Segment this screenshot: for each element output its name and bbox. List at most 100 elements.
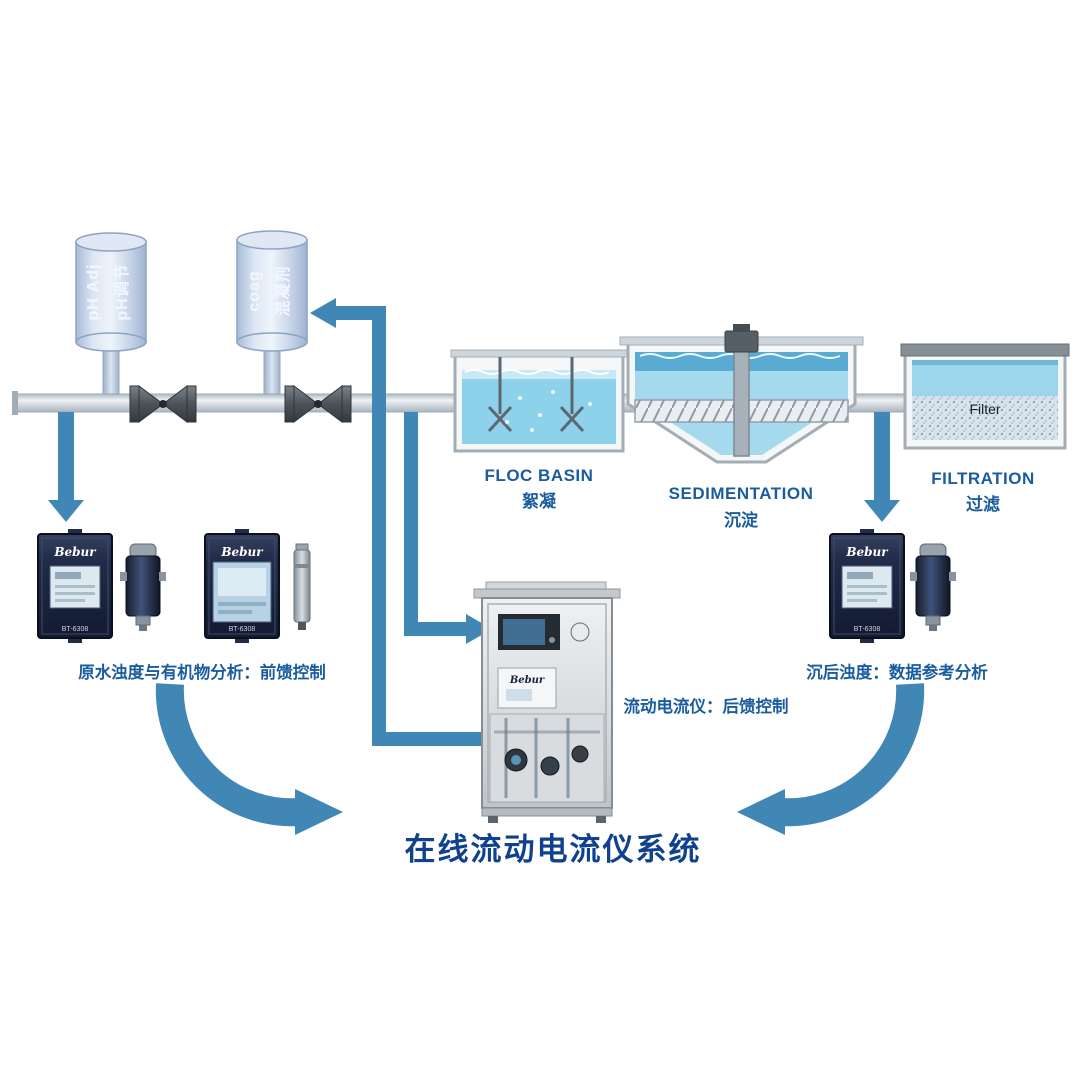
cabinet-canopy — [473, 588, 621, 599]
tank-neck — [263, 345, 281, 395]
filtration-basin: Filter FILTRATION 过滤 — [900, 343, 1070, 514]
valve-hub — [314, 400, 322, 408]
tank-neck — [102, 345, 120, 395]
line-bottom — [372, 732, 484, 746]
pipe-end-cap — [12, 391, 18, 415]
screen-row — [55, 599, 85, 602]
arrow-head — [466, 614, 492, 644]
screen-row — [55, 592, 95, 595]
mixer-blade — [559, 405, 585, 433]
sensor-port — [949, 572, 956, 581]
center-annotation: 流动电流仪：后馈控制 — [624, 696, 789, 716]
model-label: BT-6308 — [854, 626, 881, 633]
controller-box — [497, 667, 557, 709]
screen-panel — [218, 568, 266, 596]
line-horizontal — [404, 622, 466, 636]
raw-water-controller-1: Bebur BT-6308 — [37, 529, 113, 643]
feedback-control-line — [310, 298, 484, 746]
raw-water-controller-2: Bebur BT-6308 — [204, 529, 280, 643]
mount-tab — [860, 529, 874, 535]
system-title: 在线流动电流仪系统 — [405, 832, 702, 867]
cabinet-foot — [488, 816, 498, 823]
screen-row — [55, 585, 95, 588]
ph-tank-label-en: pH Adj — [85, 264, 102, 321]
raw-water-sensor — [120, 543, 166, 631]
sensor-body — [125, 555, 161, 617]
sensor-tip — [139, 625, 147, 631]
display-screen — [503, 619, 545, 645]
sedimentation-basin: SEDIMENTATION 沉淀 — [619, 324, 864, 530]
sensor-fitting — [925, 615, 941, 626]
probe-cap — [295, 543, 309, 551]
left-loop-arrow — [155, 683, 343, 835]
ph-tank-label-zh: pH调节 — [112, 263, 131, 320]
basin-water — [912, 360, 1058, 396]
coag-tank-label-en: coag — [246, 270, 263, 311]
screen-reading — [847, 572, 873, 579]
screen-reading — [55, 572, 81, 579]
raw-water-sample-arrow — [48, 412, 84, 522]
valve-cone — [138, 385, 164, 423]
arrow-head — [737, 789, 785, 835]
mixer-blade — [487, 405, 513, 433]
right-annotation: 沉后浊度：数据参考分析 — [806, 662, 988, 682]
pump-rotor — [511, 755, 521, 765]
ph-tank: pH Adj pH调节 — [75, 232, 147, 395]
mixer-2 — [559, 357, 585, 433]
arrow-arc — [779, 683, 925, 827]
arrow-head — [295, 789, 343, 835]
pump — [540, 756, 560, 776]
settled-water-sensor — [910, 543, 956, 631]
analyzer-sample-line — [404, 412, 492, 644]
basin-lid — [900, 343, 1070, 357]
line-vertical — [404, 412, 418, 636]
basin-water — [462, 370, 616, 444]
right-loop-arrow — [737, 683, 925, 835]
sensor-tip — [929, 625, 937, 631]
sensor-port — [120, 572, 127, 581]
line-vertical — [372, 306, 386, 746]
panel-gauge — [570, 622, 590, 642]
probe-tip — [298, 622, 306, 630]
valve-flange — [284, 385, 295, 423]
tank-top — [236, 230, 308, 250]
model-label: BT-6308 — [62, 626, 89, 633]
floc-basin: FLOC BASIN 絮凝 — [450, 349, 628, 511]
sensor-port — [910, 572, 917, 581]
tank-bottom — [75, 332, 147, 352]
filter-media-label: Filter — [969, 401, 1000, 417]
sensor-port — [159, 572, 166, 581]
brand-logo: Bebur — [509, 675, 545, 686]
analyzer-cabinet: Bebur — [473, 581, 621, 823]
tank-top — [75, 232, 147, 252]
sedimentation-label-en: SEDIMENTATION — [669, 484, 814, 503]
probe-band — [294, 564, 310, 568]
settled-water-sample-arrow — [864, 412, 900, 522]
mount-tab — [68, 637, 82, 643]
screen-row — [847, 592, 887, 595]
controller-bezel — [833, 537, 901, 635]
filtration-label-zh: 过滤 — [966, 494, 1000, 514]
left-annotation: 原水浊度与有机物分析：前馈控制 — [78, 662, 326, 682]
coag-tank-label-zh: 混凝剂 — [273, 265, 292, 316]
water-surface — [912, 360, 1058, 365]
wave-line — [464, 369, 610, 375]
arrow-head — [864, 500, 900, 522]
cabinet-foot — [596, 816, 606, 823]
pump — [571, 745, 589, 763]
valve-cone — [293, 385, 319, 423]
screen-row — [847, 585, 887, 588]
water-surface — [462, 370, 616, 379]
screen-row — [847, 599, 877, 602]
brand-logo: Bebur — [53, 545, 97, 559]
floc-label-zh: 絮凝 — [522, 491, 557, 511]
controller-box-screen — [506, 689, 532, 701]
valve-flange — [341, 385, 352, 423]
filter-media — [912, 396, 1058, 440]
motor-cap — [733, 324, 750, 332]
arrow-head — [310, 298, 336, 328]
controller-bezel — [41, 537, 109, 635]
mixer-1 — [487, 357, 513, 433]
